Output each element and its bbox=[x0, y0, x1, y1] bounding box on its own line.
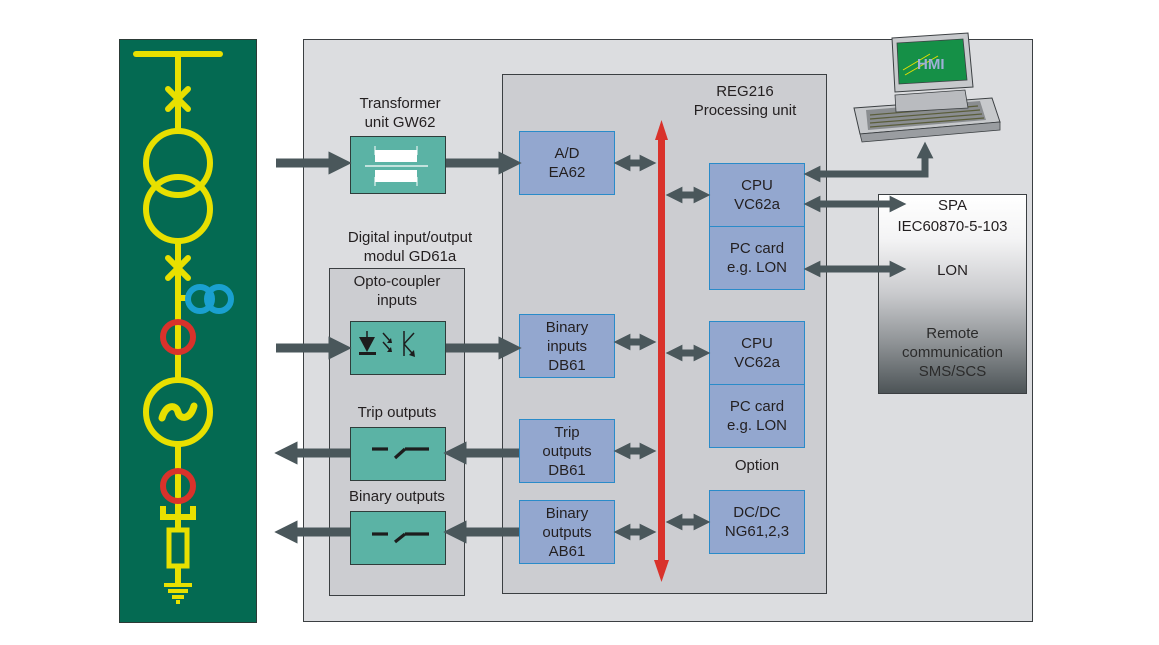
digital-io-module-label-line1: Digital input/output bbox=[347, 229, 473, 246]
trip-outputs-relay bbox=[350, 427, 446, 481]
processing-unit-label-line2: Processing unit bbox=[693, 102, 797, 119]
digital-io-module-label: Digital input/output modul GD61a bbox=[320, 228, 500, 266]
grounding-resistor-icon bbox=[160, 506, 196, 604]
optocoupler-icon bbox=[359, 331, 415, 357]
hmi-laptop-icon: HMI bbox=[853, 32, 1001, 143]
pc-card1-line2: e.g. LON bbox=[726, 259, 788, 276]
lon-label: LON bbox=[937, 262, 968, 279]
relay-contact-icon-binary bbox=[372, 532, 429, 544]
current-transformer-icon-1 bbox=[160, 319, 196, 355]
remote-line3: SMS/SCS bbox=[918, 363, 987, 380]
binary-outputs-line3: AB61 bbox=[548, 542, 586, 560]
pc-card-1: PC card e.g. LON bbox=[709, 226, 805, 290]
option-label: Option bbox=[734, 457, 780, 474]
hmi-label: HMI bbox=[917, 56, 945, 73]
digital-io-module-label-line2: modul GD61a bbox=[363, 248, 457, 265]
dcdc-line2: NG61,2,3 bbox=[724, 523, 790, 540]
binary-inputs-line1: Binary bbox=[545, 318, 589, 336]
circuit-breaker-icon-lower bbox=[165, 255, 191, 281]
internal-bus-arrow bbox=[654, 120, 669, 582]
processing-unit-label: REG216 Processing unit bbox=[660, 82, 830, 120]
remote-communication-box bbox=[878, 194, 1027, 394]
current-transformer-icon-2 bbox=[160, 468, 196, 504]
pc-card2-line2: e.g. LON bbox=[726, 417, 788, 434]
ad-line2: EA62 bbox=[548, 164, 586, 181]
relay-contact-icon-trip bbox=[372, 447, 429, 460]
opto-coupler-label-line2: inputs bbox=[376, 292, 418, 309]
ad-line1: A/D bbox=[554, 145, 580, 162]
transformer-unit-label-line1: Transformer bbox=[359, 95, 441, 112]
transformer-unit-label-line2: unit GW62 bbox=[364, 114, 436, 131]
trip-outputs-line3: DB61 bbox=[548, 461, 586, 479]
remote-line1: Remote bbox=[926, 325, 979, 342]
binary-inputs-line3: DB61 bbox=[548, 356, 586, 374]
cpu-vc62a-2: CPU VC62a bbox=[709, 321, 805, 385]
opto-coupler-label: Opto-coupler inputs bbox=[329, 272, 465, 310]
trip-outputs-line2: outputs bbox=[542, 442, 592, 460]
opto-coupler-label-line1: Opto-coupler bbox=[353, 273, 441, 290]
spa-label: SPA bbox=[938, 197, 967, 214]
dcdc-converter-ng61: DC/DC NG61,2,3 bbox=[709, 490, 805, 554]
circuit-breaker-icon-top bbox=[165, 86, 191, 112]
trip-outputs-label: Trip outputs bbox=[357, 404, 437, 421]
transformer-unit-label: Transformer unit GW62 bbox=[330, 94, 470, 132]
binary-outputs-label: Binary outputs bbox=[349, 488, 445, 505]
pc-card-2: PC card e.g. LON bbox=[709, 384, 805, 448]
cpu1-line1: CPU bbox=[741, 177, 773, 194]
generator-tilde bbox=[158, 402, 198, 422]
substation-single-line-panel bbox=[119, 39, 257, 623]
transformer-winding-upper bbox=[143, 128, 213, 198]
cpu2-line1: CPU bbox=[741, 335, 773, 352]
cpu1-line2: VC62a bbox=[734, 196, 780, 213]
processing-unit-label-line1: REG216 bbox=[716, 83, 774, 100]
pc-card1-line1: PC card bbox=[729, 240, 785, 257]
bidir-arrow-cpu-hmi bbox=[803, 141, 934, 183]
remote-line2: communication bbox=[902, 344, 1003, 361]
voltage-transformer-icon bbox=[185, 284, 234, 314]
cpu2-line2: VC62a bbox=[734, 354, 780, 371]
trip-outputs-line1: Trip bbox=[554, 423, 580, 441]
iec-label: IEC60870-5-103 bbox=[897, 218, 1008, 235]
binary-outputs-line2: outputs bbox=[542, 523, 592, 541]
dcdc-line1: DC/DC bbox=[733, 504, 781, 521]
binary-outputs-line1: Binary bbox=[545, 504, 589, 522]
pc-card2-line1: PC card bbox=[729, 398, 785, 415]
remote-communication-label: Remote communication SMS/SCS bbox=[878, 324, 1027, 381]
binary-inputs-line2: inputs bbox=[546, 337, 588, 355]
transformer-unit-icon bbox=[365, 146, 428, 186]
